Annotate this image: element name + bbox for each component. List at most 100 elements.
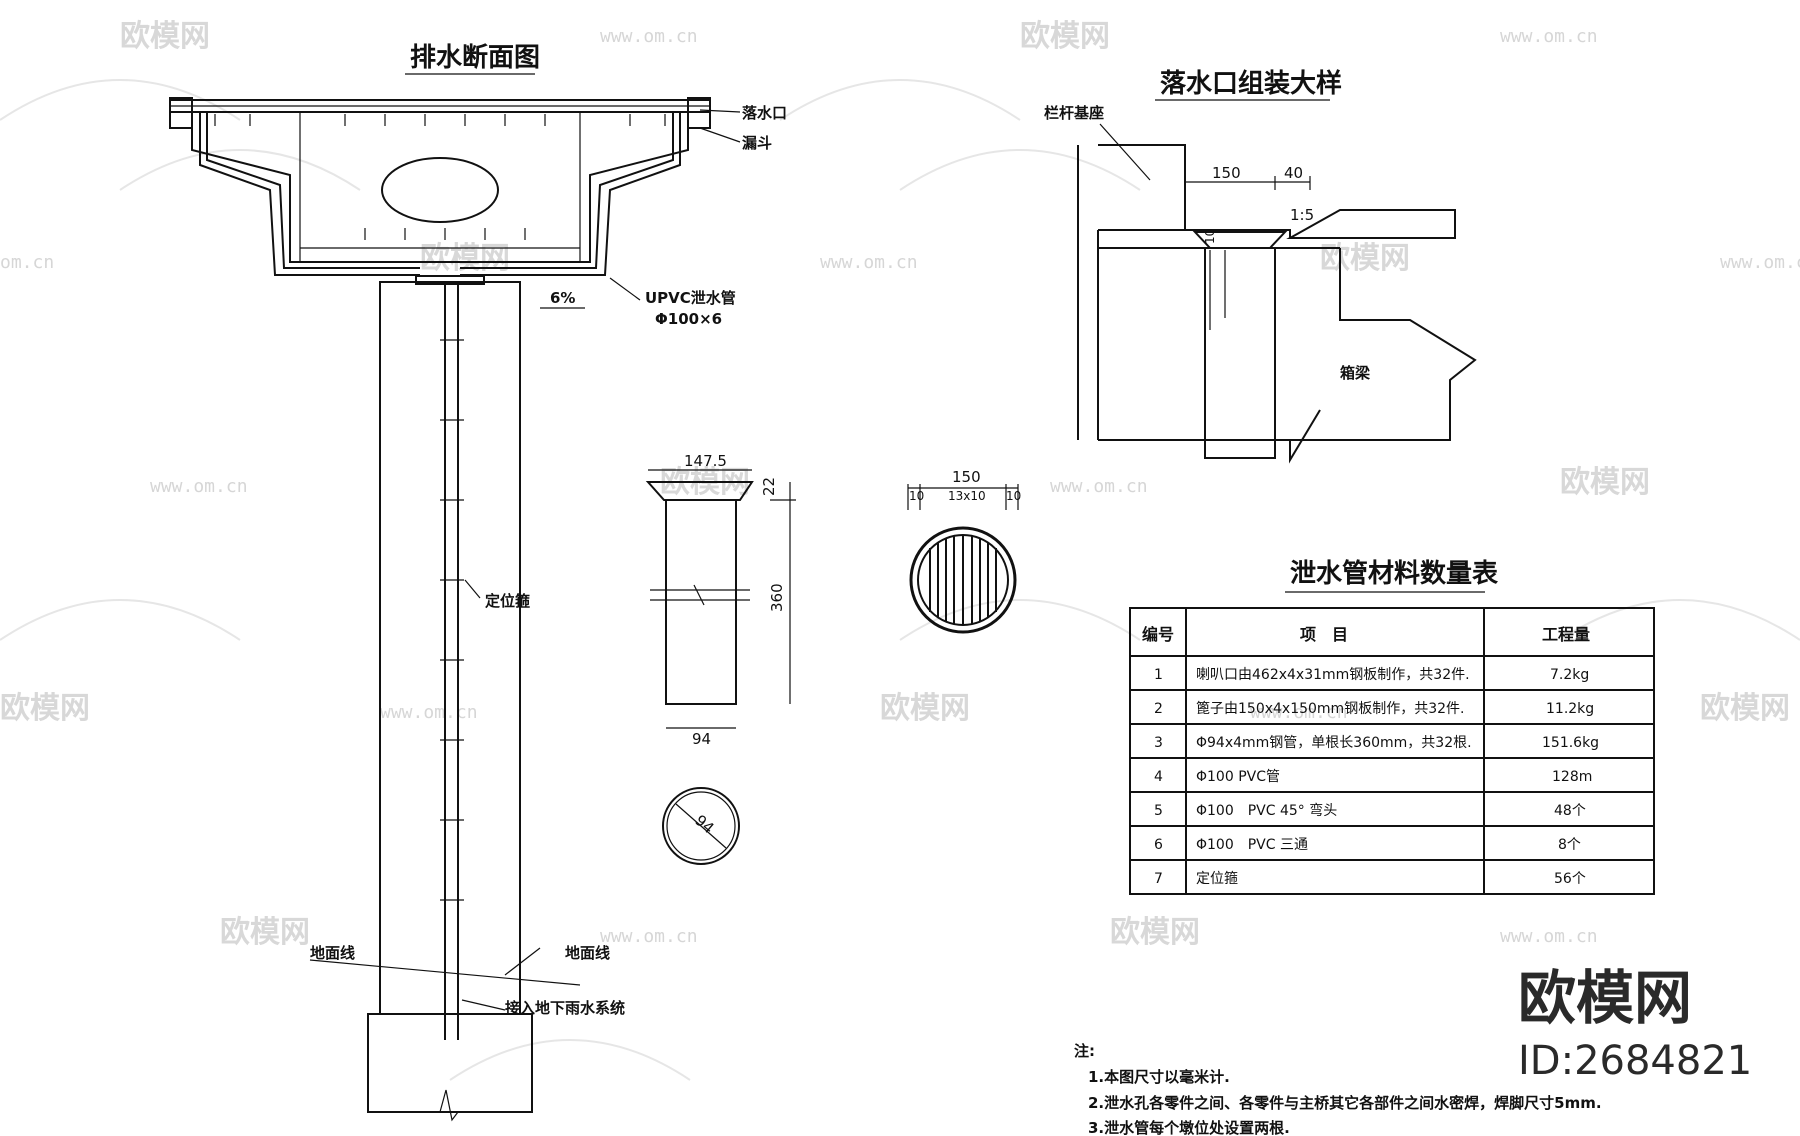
dim-flange: 22 xyxy=(760,477,778,496)
left-drain-pipe xyxy=(199,112,420,276)
table-cell-item: Φ94x4mm钢管，单根长360mm，共32根. xyxy=(1196,735,1472,751)
outlet-assembly-title: 落水口组装大样 xyxy=(1160,68,1342,99)
pipe-cross-section xyxy=(662,787,740,865)
pipe-detail: 147.5 22 360 94 94 xyxy=(645,452,796,865)
box-girder-outline xyxy=(191,112,689,263)
dim-bottom: 94 xyxy=(692,730,711,748)
outlet-pipe xyxy=(1204,247,1276,459)
pipe-cross-section-inner xyxy=(666,791,736,861)
watermark-url: www.om.cn xyxy=(1500,26,1598,47)
watermark-brand: 欧模网 xyxy=(1560,465,1650,500)
locator-clamps xyxy=(440,339,464,901)
table-cell-no: 6 xyxy=(1154,837,1163,853)
brand-name: 欧模网 xyxy=(1518,964,1692,1032)
rebar-hooks xyxy=(214,114,666,240)
table-row-dividers xyxy=(1130,655,1654,861)
label-box-girder: 箱梁 xyxy=(1340,364,1371,382)
dim-circle: 94 xyxy=(691,811,717,837)
dim-top: 147.5 xyxy=(684,452,727,470)
grate-outer-ring xyxy=(909,526,1017,634)
branding: 欧模网 ID:2684821 xyxy=(1518,964,1752,1084)
note-line: 1.本图尺寸以毫米计. xyxy=(1088,1068,1230,1086)
table-cell-qty: 11.2kg xyxy=(1546,701,1594,717)
table-cell-item: Φ100 PVC管 xyxy=(1196,769,1280,785)
pier-cap xyxy=(415,275,485,285)
table-cell-item: 定位箍 xyxy=(1196,870,1238,887)
label-slope: 6% xyxy=(550,289,575,307)
outlet-assembly: 落水口组装大样 栏杆基座 箱梁 150 40 1:5 10 xyxy=(1044,68,1477,464)
foundation xyxy=(367,1013,533,1113)
grate-dim-mid: 13x10 xyxy=(948,489,986,503)
watermark-brand: 欧模网 xyxy=(420,241,510,276)
railing-leader xyxy=(1099,123,1151,181)
label-pipe-size: Φ100×6 xyxy=(655,310,722,328)
table-cell-no: 3 xyxy=(1154,735,1163,751)
watermark-brand: 欧模网 xyxy=(0,691,90,726)
watermark-brand: 欧模网 xyxy=(1020,19,1110,54)
table-cell-no: 4 xyxy=(1154,769,1163,785)
table-cell-item: 喇叭口由462x4x31mm钢板制作，共32件. xyxy=(1196,667,1470,683)
table-cell-no: 2 xyxy=(1154,701,1163,717)
watermark-brand: 欧模网 xyxy=(120,19,210,54)
brand-id: ID:2684821 xyxy=(1518,1038,1752,1084)
grate-detail: 150 10 13x10 10 xyxy=(907,468,1021,634)
watermark-brand: 欧模网 xyxy=(1110,915,1200,950)
table-cell-item: Φ100 PVC 三通 xyxy=(1196,837,1308,853)
dim-height: 360 xyxy=(768,583,786,612)
box-girder-profile xyxy=(1289,248,1477,464)
locator-leader xyxy=(464,579,481,599)
note-line: 2.泄水孔各零件之间、各零件与主桥其它各部件之间水密焊，焊脚尺寸5mm. xyxy=(1088,1094,1602,1112)
watermark-brand: 欧模网 xyxy=(220,915,310,950)
railing-base xyxy=(1098,144,1186,231)
outlet-leader xyxy=(699,109,741,113)
outlet-dim-c: 10 xyxy=(1203,229,1217,244)
grate-bars xyxy=(929,535,997,625)
table-cell-qty: 151.6kg xyxy=(1542,735,1599,751)
table-cell-item: Φ100 PVC 45° 弯头 xyxy=(1196,802,1337,819)
table-header-qty: 工程量 xyxy=(1542,625,1590,644)
table-cell-qty: 56个 xyxy=(1554,871,1586,887)
label-ground-left: 地面线 xyxy=(310,944,355,962)
table-cell-no: 7 xyxy=(1154,871,1163,887)
box-cell-opening xyxy=(381,157,499,223)
watermark-url: www.om.cn xyxy=(1050,476,1148,497)
grate-dim-left: 10 xyxy=(909,489,924,503)
outlet-dim-b: 40 xyxy=(1284,164,1303,182)
outlet-recess xyxy=(1185,229,1291,238)
pipe-break-mark xyxy=(650,584,750,606)
paving-hatched xyxy=(1286,209,1456,239)
watermark-brand: 欧模网 xyxy=(1320,241,1410,276)
break-line xyxy=(439,1089,459,1122)
right-drain-pipe xyxy=(460,112,681,276)
watermark-layer: 欧模网 欧模网 欧模网 欧模网 欧模网 欧模网 欧模网 欧模网 欧模网 欧模网 … xyxy=(0,19,1800,1081)
label-ground-right: 地面线 xyxy=(565,944,610,962)
notes: 注: 1.本图尺寸以毫米计. 2.泄水孔各零件之间、各零件与主桥其它各部件之间水… xyxy=(1074,1042,1602,1136)
watermark-url: www.om.cn xyxy=(1720,252,1800,273)
table-cell-qty: 7.2kg xyxy=(1550,667,1589,683)
ground-line xyxy=(309,959,581,986)
table-cell-item: 篦子由150x4x150mm钢板制作，共32件. xyxy=(1196,701,1464,717)
table-frame xyxy=(1129,607,1655,895)
pier-column xyxy=(379,281,521,1015)
watermark-url: www.om.cn xyxy=(600,26,698,47)
outlet-slope: 1:5 xyxy=(1290,206,1314,224)
drainage-section-title: 排水断面图 xyxy=(410,42,540,73)
notes-heading: 注: xyxy=(1074,1042,1095,1060)
watermark-url: www.om.cn xyxy=(1250,702,1348,723)
ground-leader xyxy=(504,947,541,976)
table-cell-qty: 128m xyxy=(1552,769,1592,785)
table-header-no: 编号 xyxy=(1142,625,1174,644)
label-pipe-name: UPVC泄水管 xyxy=(645,289,736,307)
box-girder-webs xyxy=(299,112,581,262)
drainage-section: 排水断面图 xyxy=(169,42,787,1122)
outlet-dim-a: 150 xyxy=(1212,164,1241,182)
watermark-url: www.om.cn xyxy=(1500,926,1598,947)
table-cell-qty: 48个 xyxy=(1554,803,1586,819)
material-table-title: 泄水管材料数量表 xyxy=(1290,559,1499,589)
left-drain-pipe-inner xyxy=(206,112,420,269)
dim-circle-line xyxy=(675,803,727,849)
table-cell-no: 5 xyxy=(1154,803,1163,819)
label-outlet: 落水口 xyxy=(742,104,787,122)
watermark-url: www.om.cn xyxy=(150,476,248,497)
